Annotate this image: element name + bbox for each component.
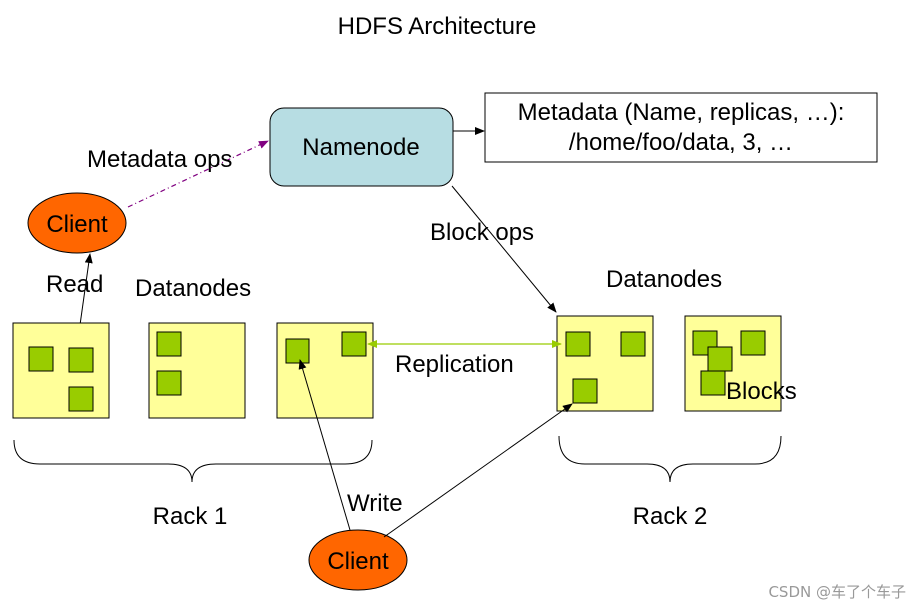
block bbox=[707, 346, 733, 372]
rack1-brace bbox=[13, 439, 373, 483]
datanodes-right-label: Datanodes bbox=[606, 266, 722, 293]
namenode-label: Namenode bbox=[302, 134, 419, 161]
rack2-brace bbox=[558, 435, 782, 483]
metadata-line-2: /home/foo/data, 3, … bbox=[569, 129, 793, 156]
rack2-label: Rack 2 bbox=[633, 503, 708, 530]
block bbox=[565, 331, 591, 357]
read-label: Read bbox=[46, 271, 103, 298]
replication-label: Replication bbox=[395, 351, 514, 378]
datanodes-left-label: Datanodes bbox=[135, 275, 251, 302]
rack2-datanode-1 bbox=[556, 315, 654, 412]
client-top-label: Client bbox=[46, 211, 108, 238]
client-top bbox=[27, 192, 127, 254]
metadata-box bbox=[484, 92, 878, 163]
block bbox=[28, 346, 54, 372]
block bbox=[700, 370, 726, 396]
client-bottom-label: Client bbox=[327, 548, 389, 575]
metadata-line-1: Metadata (Name, replicas, …): bbox=[518, 99, 845, 126]
client-bottom bbox=[308, 529, 408, 591]
diagram-title: HDFS Architecture bbox=[338, 13, 537, 40]
rack1-label: Rack 1 bbox=[153, 503, 228, 530]
block-ops-arrow bbox=[451, 185, 557, 313]
write-label: Write bbox=[347, 490, 403, 517]
blocks-label: Blocks bbox=[726, 378, 797, 405]
namenode-box bbox=[269, 107, 454, 187]
block bbox=[285, 338, 310, 364]
block bbox=[341, 331, 367, 357]
block bbox=[68, 347, 94, 373]
rack1-datanode-1 bbox=[12, 322, 110, 419]
read-arrow bbox=[78, 253, 93, 333]
watermark: CSDN @车了个车子 bbox=[768, 583, 906, 601]
metadata-ops-arrow bbox=[127, 140, 269, 208]
block bbox=[68, 386, 94, 412]
block bbox=[740, 330, 766, 356]
block bbox=[620, 331, 646, 357]
block bbox=[156, 370, 182, 396]
block bbox=[156, 331, 182, 357]
block-ops-label: Block ops bbox=[430, 219, 534, 246]
write-arrow-rack2 bbox=[383, 403, 573, 538]
block bbox=[572, 378, 598, 404]
metadata-ops-label: Metadata ops bbox=[87, 146, 232, 173]
write-arrow-rack1 bbox=[298, 359, 351, 531]
